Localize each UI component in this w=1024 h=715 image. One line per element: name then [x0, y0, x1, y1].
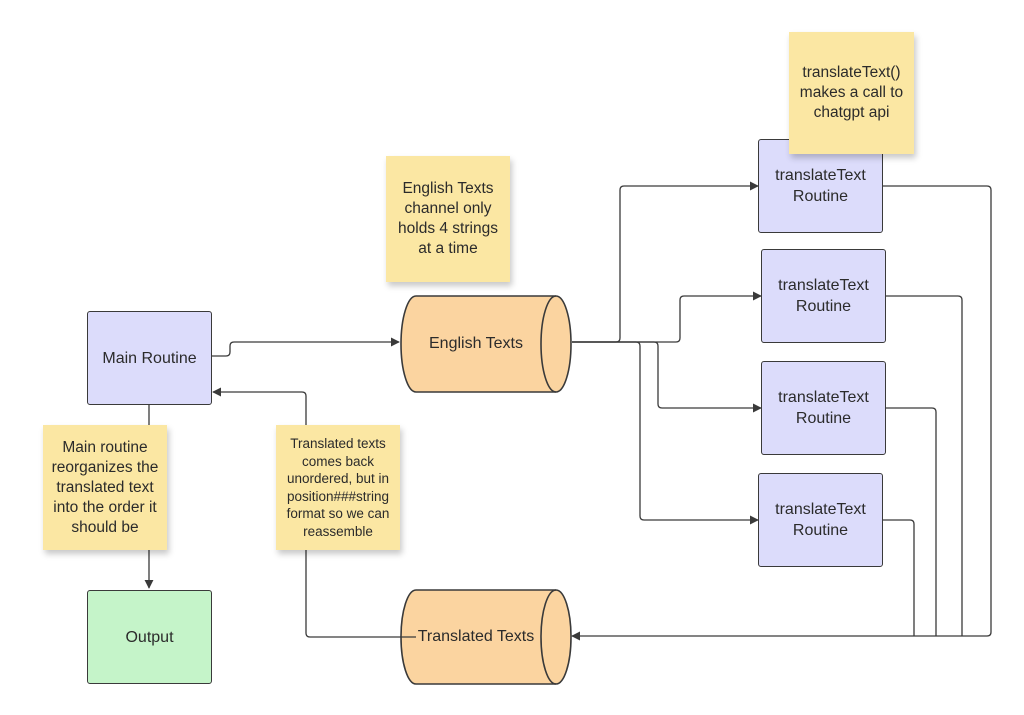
connector-english-to-routine-2 — [572, 291, 762, 343]
main-routine-label: Main Routine — [102, 349, 197, 367]
output-label: Output — [125, 628, 174, 646]
connector-routine-1-to-translated — [571, 185, 992, 641]
note-unordered: Translated texts comes back unordered, b… — [276, 425, 400, 550]
translate-routine-2: translateText Routine — [761, 249, 886, 343]
note-reorganize-text: Main routine reorganizes the translated … — [51, 438, 159, 536]
note-channel-capacity-text: English Texts channel only holds 4 strin… — [398, 180, 498, 257]
connector-routine-4-to-translated — [883, 519, 915, 636]
translate-routine-2-label: translateText Routine — [778, 277, 869, 315]
connector-main-to-english — [212, 337, 400, 357]
note-api-call-text: translateText() makes a call to chatgpt … — [799, 64, 904, 121]
note-unordered-text: Translated texts comes back unordered, b… — [286, 436, 390, 539]
connector-routine-2-to-translated — [886, 295, 963, 636]
note-channel-capacity: English Texts channel only holds 4 strin… — [386, 156, 510, 282]
connector-english-to-routine-3 — [572, 341, 762, 413]
translate-routine-1: translateText Routine — [758, 139, 883, 233]
english-texts-label: English Texts — [429, 335, 523, 352]
connector-english-to-routine-4 — [572, 341, 759, 525]
connector-routine-3-to-translated — [886, 407, 937, 636]
main-routine-node: Main Routine — [87, 311, 212, 405]
translate-routine-4-label: translateText Routine — [775, 501, 866, 539]
connector-english-to-routine-1 — [572, 181, 759, 343]
translate-routine-1-label: translateText Routine — [775, 167, 866, 205]
translate-routine-4: translateText Routine — [758, 473, 883, 567]
translated-texts-label: Translated Texts — [417, 628, 535, 645]
output-node: Output — [87, 590, 212, 684]
note-reorganize: Main routine reorganizes the translated … — [43, 425, 167, 550]
translate-routine-3-label: translateText Routine — [778, 389, 869, 427]
translated-texts-channel — [400, 589, 572, 685]
english-texts-channel — [400, 295, 572, 393]
note-api-call: translateText() makes a call to chatgpt … — [789, 32, 914, 154]
translate-routine-3: translateText Routine — [761, 361, 886, 455]
